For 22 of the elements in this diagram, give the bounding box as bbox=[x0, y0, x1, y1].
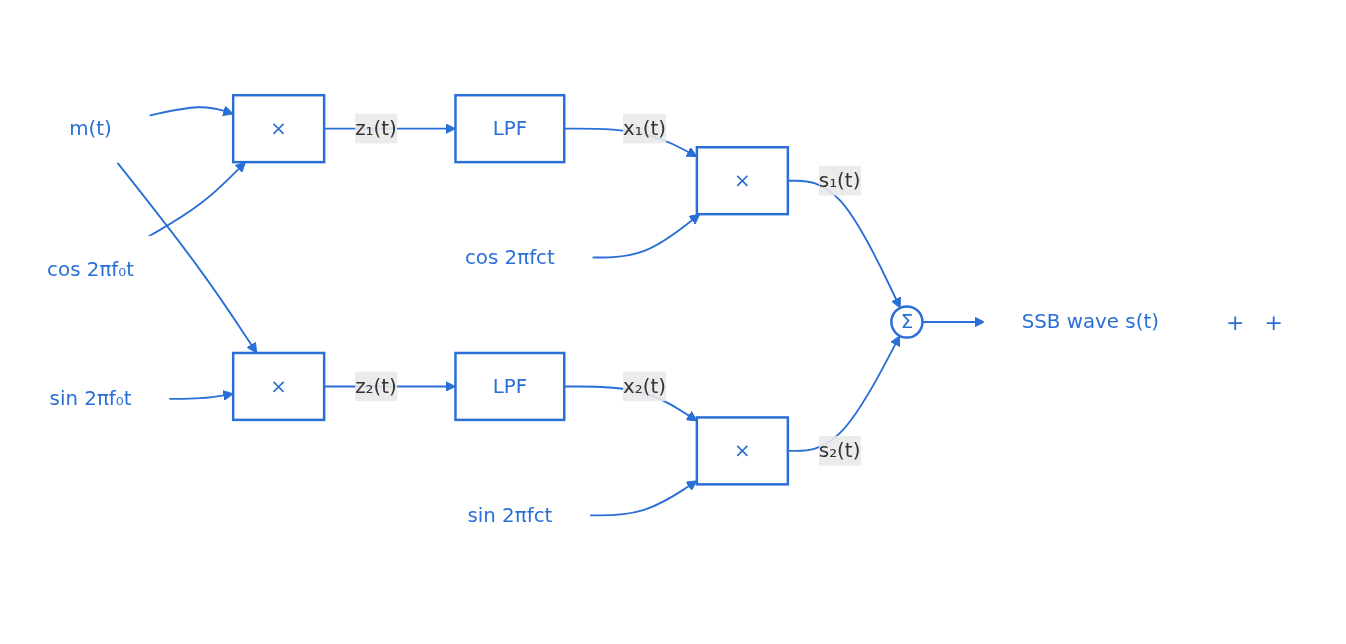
node-text: sin 2πfct bbox=[467, 502, 553, 527]
node-box: LPF bbox=[454, 93, 566, 164]
edge-label: s₂(t) bbox=[818, 438, 861, 463]
node-text: sin 2πf₀t bbox=[49, 386, 132, 410]
node-text: cos 2πf₀t bbox=[47, 257, 135, 282]
node-box: × bbox=[231, 93, 326, 164]
node-text: SSB wave s(t) bbox=[1021, 309, 1159, 334]
edge-label: z₁(t) bbox=[355, 116, 397, 140]
edge-label: x₂(t) bbox=[622, 374, 666, 398]
node-box: × bbox=[695, 146, 790, 216]
arrow bbox=[591, 213, 701, 259]
node-text: cos 2πfct bbox=[464, 245, 555, 269]
edge-label: z₂(t) bbox=[355, 374, 397, 398]
plus-sign: + bbox=[1264, 309, 1283, 335]
node-box: × bbox=[231, 351, 326, 422]
node-box: LPF bbox=[454, 351, 566, 422]
node-box: × bbox=[695, 416, 790, 486]
node-circle: Σ bbox=[890, 305, 924, 339]
edge-label: s₁(t) bbox=[818, 168, 861, 192]
edge-label: x₁(t) bbox=[622, 116, 666, 140]
plus-sign: + bbox=[1226, 309, 1245, 335]
node-text: m(t) bbox=[69, 116, 112, 140]
